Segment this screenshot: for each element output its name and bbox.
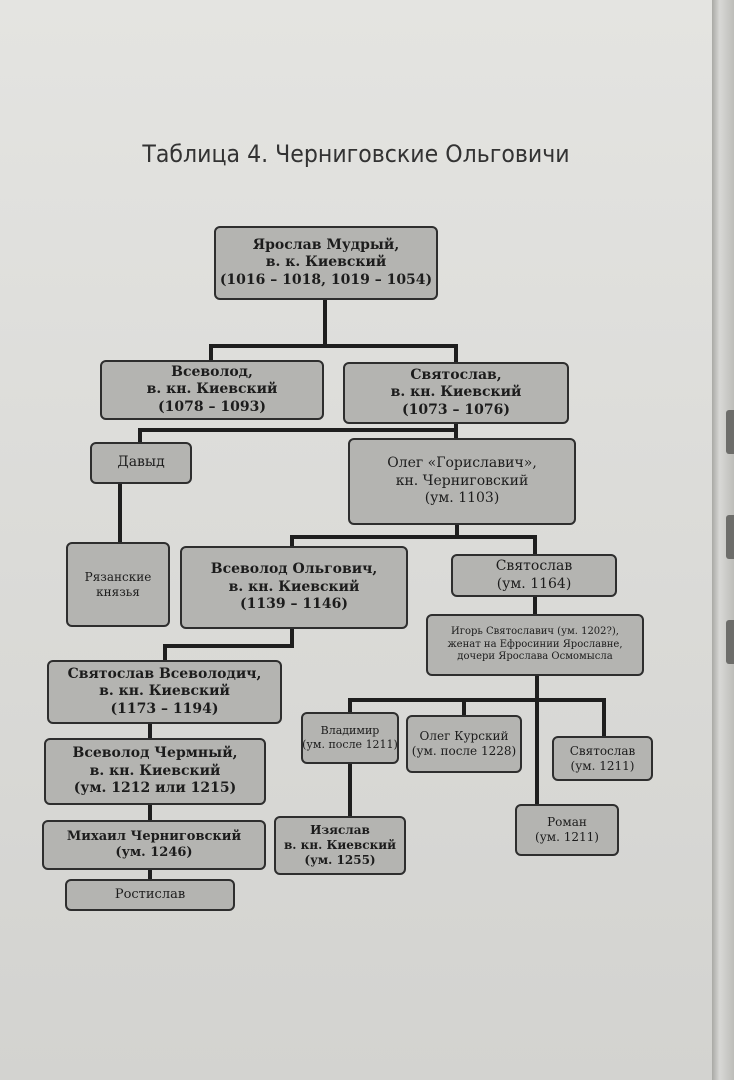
node-name: Всеволод Ольгович, — [210, 561, 378, 578]
node-name: Олег Курский — [419, 729, 509, 743]
node-izyaslav: Изяслав в. кн. Киевский (ум. 1255) — [274, 816, 406, 875]
node-years: (1073 – 1076) — [402, 401, 510, 418]
page-tab-marker — [726, 620, 734, 664]
node-years: (1016 – 1018, 1019 – 1054) — [219, 271, 433, 288]
node-name: Ярослав Мудрый, — [252, 236, 400, 253]
node-oleg-kursky: Олег Курский (ум. после 1228) — [406, 715, 522, 773]
node-title: в. кн. Киевский — [228, 578, 360, 595]
node-vladimir: Владимир (ум. после 1211) — [301, 712, 399, 764]
node-ryazan-princes: Рязанские князья — [66, 542, 170, 627]
node-svyatoslav: Святослав, в. кн. Киевский (1073 – 1076) — [343, 362, 569, 424]
node-name: Всеволод Чермный, — [72, 745, 238, 762]
node-vsevolod: Всеволод, в. кн. Киевский (1078 – 1093) — [100, 360, 324, 420]
node-title: в. кн. Киевский — [390, 384, 522, 401]
node-yaroslav-mudry: Ярослав Мудрый, в. к. Киевский (1016 – 1… — [214, 226, 438, 300]
node-line: Игорь Святославич (ум. 1202?), — [451, 626, 619, 638]
node-years: (ум. после 1211) — [302, 738, 398, 751]
node-vsevolod-olgovich: Всеволод Ольгович, в. кн. Киевский (1139… — [180, 546, 408, 629]
node-name: Святослав, — [410, 366, 502, 383]
node-title: в. кн. Киевский — [99, 683, 230, 700]
node-title: в. к. Киевский — [265, 254, 387, 271]
page-tab-marker — [726, 515, 734, 559]
node-years: (ум. 1212 или 1215) — [73, 780, 237, 797]
node-name: Всеволод, — [171, 363, 253, 380]
page-tab-marker — [726, 410, 734, 454]
node-years: (ум. 1164) — [496, 575, 572, 592]
node-name: Роман — [547, 815, 587, 829]
node-name: Изяслав — [310, 823, 370, 837]
node-years: (ум. 1103) — [424, 490, 500, 507]
node-name: Михаил Черниговский — [66, 828, 242, 844]
node-years: (ум. 1211) — [570, 758, 635, 773]
node-vsevolod-chermny: Всеволод Чермный, в. кн. Киевский (ум. 1… — [44, 738, 266, 805]
node-name: Владимир — [320, 724, 380, 738]
node-svyatoslav-1211: Святослав (ум. 1211) — [552, 736, 653, 781]
node-svyatoslav-vsevolodich: Святослав Всеволодич, в. кн. Киевский (1… — [47, 660, 282, 724]
node-years: (1078 – 1093) — [158, 398, 266, 415]
node-name: Святослав — [569, 743, 636, 758]
node-years: (1173 – 1194) — [110, 700, 219, 717]
node-title: в. кн. Киевский — [283, 838, 397, 852]
node-line: дочери Ярослава Осмомысла — [457, 651, 613, 663]
node-title: кн. Черниговский — [395, 472, 529, 489]
node-name: Олег «Гориславич», — [387, 455, 537, 472]
node-name: Святослав — [495, 558, 573, 574]
node-years: (ум. после 1228) — [411, 744, 517, 758]
node-line: Рязанские — [84, 569, 152, 584]
page-title: Таблица 4. Черниговские Ольговичи — [142, 140, 570, 168]
node-line: князья — [96, 584, 140, 599]
node-years: (1139 – 1146) — [240, 596, 348, 613]
node-name: Ростислав — [114, 886, 186, 902]
node-oleg-gorislavich: Олег «Гориславич», кн. Черниговский (ум.… — [348, 438, 576, 525]
node-rostislav: Ростислав — [65, 879, 235, 911]
node-david: Давыд — [90, 442, 192, 484]
node-igor-svyatoslavich: Игорь Святославич (ум. 1202?), женат на … — [426, 614, 644, 676]
node-line: женат на Ефросинии Ярославне, — [447, 638, 623, 650]
node-years: (ум. 1211) — [535, 830, 599, 844]
node-name: Давыд — [117, 454, 165, 471]
node-roman: Роман (ум. 1211) — [515, 804, 619, 856]
node-name: Святослав Всеволодич, — [67, 665, 262, 682]
node-years: (ум. 1246) — [115, 845, 193, 860]
node-svyatoslav-1164: Святослав (ум. 1164) — [451, 554, 617, 597]
node-mikhail-chernigovsky: Михаил Черниговский (ум. 1246) — [42, 820, 266, 870]
node-title: в. кн. Киевский — [89, 762, 221, 779]
node-years: (ум. 1255) — [304, 853, 376, 867]
page-edge — [712, 0, 734, 1080]
node-title: в. кн. Киевский — [146, 381, 278, 398]
